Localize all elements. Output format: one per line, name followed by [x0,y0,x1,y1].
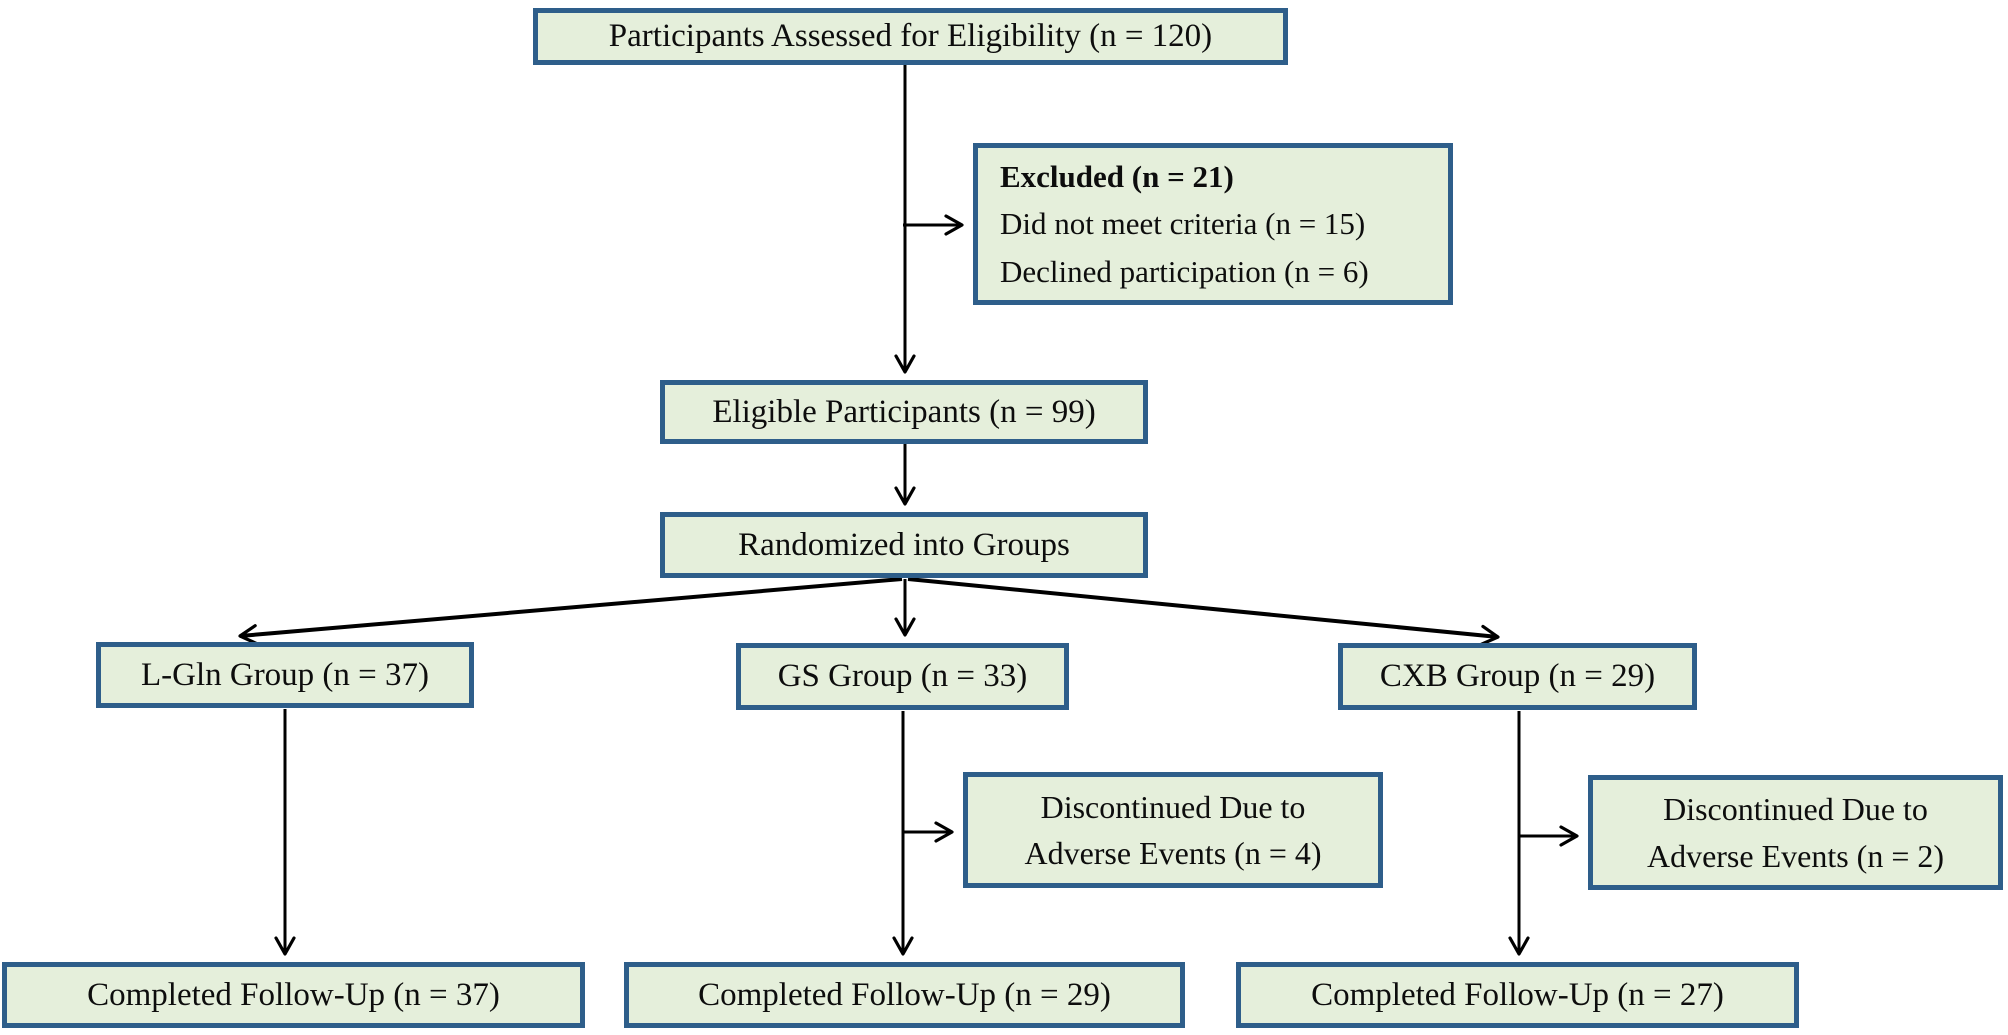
excluded-reason-2: Declined participation (n = 6) [1000,253,1369,289]
node-completed-gs: Completed Follow-Up (n = 29) [624,962,1185,1028]
randomized-label: Randomized into Groups [738,526,1070,563]
assessed-eligibility-label: Participants Assessed for Eligibility (n… [608,18,1213,55]
node-assessed-eligibility: Participants Assessed for Eligibility (n… [533,8,1288,65]
node-randomized: Randomized into Groups [660,512,1148,578]
group-gs-label: GS Group (n = 33) [777,658,1028,695]
node-completed-cxb: Completed Follow-Up (n = 27) [1236,962,1799,1028]
node-group-gs: GS Group (n = 33) [736,643,1069,710]
discontinued-gs-line2: Adverse Events (n = 4) [1024,835,1322,871]
node-discontinued-cxb: Discontinued Due to Adverse Events (n = … [1588,775,2003,890]
discontinued-cxb-line1: Discontinued Due to [1663,791,1928,828]
eligible-participants-label: Eligible Participants (n = 99) [712,393,1096,430]
completed-gs-label: Completed Follow-Up (n = 29) [698,976,1111,1013]
node-eligible-participants: Eligible Participants (n = 99) [660,380,1148,444]
node-completed-lgln: Completed Follow-Up (n = 37) [2,962,585,1028]
excluded-title: Excluded (n = 21) [1000,159,1234,195]
discontinued-cxb-line2: Adverse Events (n = 2) [1646,837,1945,874]
discontinued-gs-line1: Discontinued Due to [1040,788,1306,825]
node-group-lgln: L-Gln Group (n = 37) [96,642,474,708]
group-lgln-label: L-Gln Group (n = 37) [140,656,430,693]
group-cxb-label: CXB Group (n = 29) [1379,658,1656,695]
node-excluded: Excluded (n = 21) Did not meet criteria … [973,143,1453,305]
excluded-reason-1: Did not meet criteria (n = 15) [1000,206,1366,242]
completed-lgln-label: Completed Follow-Up (n = 37) [87,976,500,1013]
arrow-randomized-to-lgln [238,577,903,646]
node-discontinued-gs: Discontinued Due to Adverse Events (n = … [963,772,1383,888]
arrow-randomized-to-cxb [907,577,1500,646]
completed-cxb-label: Completed Follow-Up (n = 27) [1311,976,1724,1013]
node-group-cxb: CXB Group (n = 29) [1338,643,1697,710]
